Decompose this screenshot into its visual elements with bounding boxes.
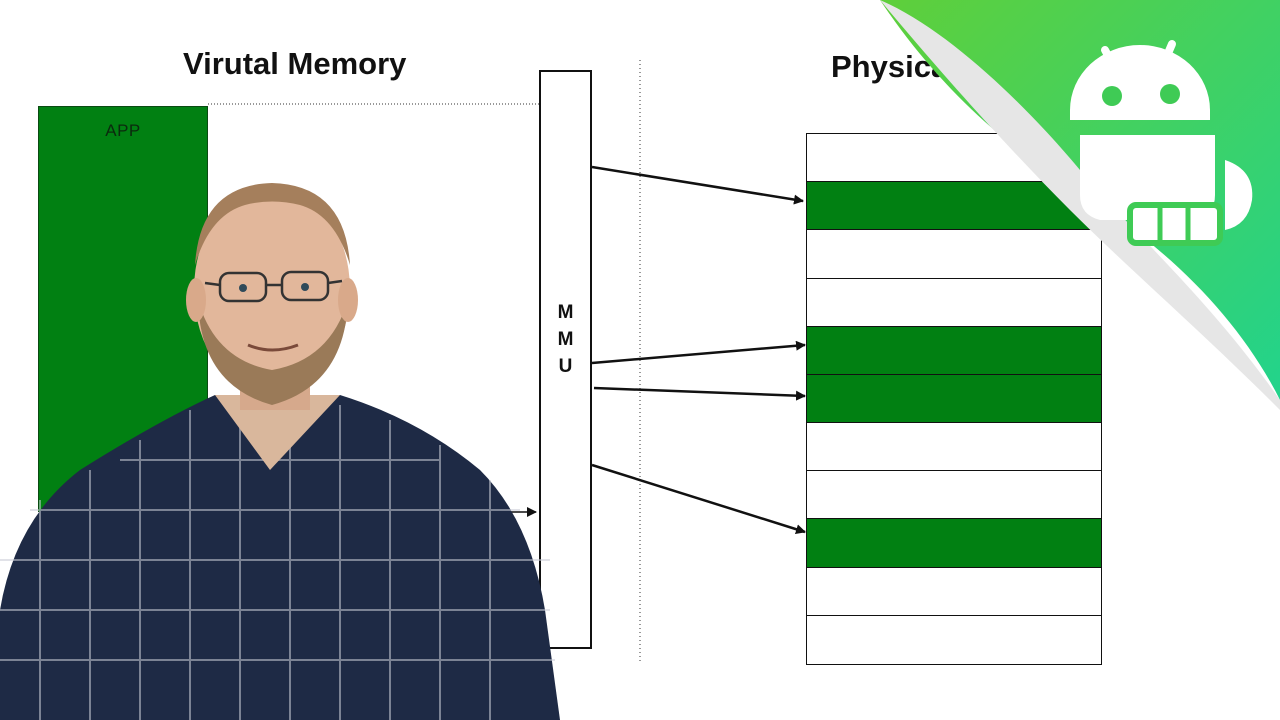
physical-page-free bbox=[807, 615, 1101, 664]
android-robot-icon bbox=[880, 0, 1280, 410]
physical-page-used bbox=[807, 374, 1101, 424]
mapping-arrow bbox=[591, 340, 806, 365]
mmu-letter: M bbox=[557, 302, 574, 323]
mmu-letter: U bbox=[558, 356, 573, 377]
app-label: APP bbox=[105, 121, 141, 140]
presenter-video-icon bbox=[0, 183, 560, 720]
mmu-box: M M U bbox=[539, 70, 592, 649]
physical-page-used bbox=[807, 326, 1101, 375]
physical-memory-stack bbox=[806, 133, 1102, 665]
mapping-arrow bbox=[591, 165, 804, 205]
physical-page-free bbox=[807, 230, 1101, 279]
mmu-letter: M bbox=[557, 329, 574, 350]
physical-page-free bbox=[807, 567, 1101, 616]
physical-page-free bbox=[807, 278, 1101, 327]
virtual-memory-title: Virutal Memory bbox=[183, 46, 407, 81]
physical-page-used bbox=[807, 519, 1101, 568]
mapping-arrow bbox=[591, 463, 806, 535]
mapping-arrow bbox=[593, 386, 806, 401]
physical-page-free bbox=[807, 471, 1101, 520]
physical-page-free bbox=[807, 423, 1101, 472]
